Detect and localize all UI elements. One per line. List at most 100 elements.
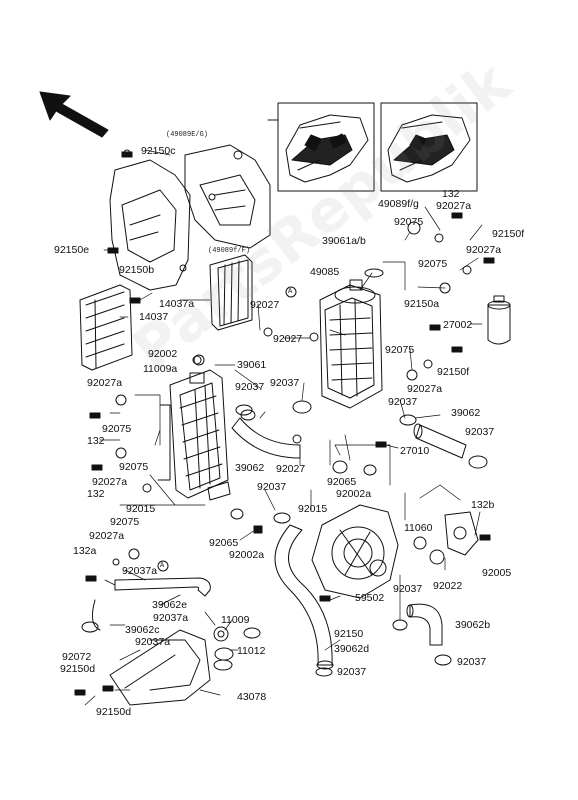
part-label-92027a-d: 92027a (87, 377, 123, 389)
part-label-132b: 132b (471, 499, 495, 511)
part-label-14037: 14037 (139, 311, 169, 323)
part-label-92150e: 92150e (54, 244, 90, 256)
part-label-92002a-a: 92002a (336, 488, 372, 500)
reservoir-tank-27002 (487, 295, 511, 345)
ref-label-49089e-g: (49089E/G) (166, 131, 209, 139)
hose-39062-left (231, 409, 301, 459)
part-label-92150b: 92150b (119, 264, 155, 276)
hose-39062e (91, 577, 211, 631)
radiator-left (169, 355, 231, 501)
part-label-92065-a: 92065 (327, 476, 357, 488)
ref-label-49089f: (49089f/F) (208, 247, 251, 255)
part-label-39062b: 39062b (455, 619, 491, 631)
part-label-92150a: 92150a (404, 298, 440, 310)
part-label-92150c: 92150c (141, 145, 176, 157)
part-label-49085: 49085 (310, 266, 340, 278)
part-label-11009a: 11009a (143, 363, 178, 375)
part-label-92075-b: 92075 (418, 258, 448, 270)
marker-a-circle-2 (157, 560, 169, 572)
part-label-92027a-e: 92027a (92, 476, 128, 488)
part-label-92037a-c: 92037a (135, 636, 171, 648)
part-label-92027-c: 92027 (276, 463, 306, 475)
part-label-92015-a: 92015 (126, 503, 156, 515)
part-label-132a: 132a (73, 545, 97, 557)
hose-39062-right (413, 423, 488, 469)
part-label-92022: 92022 (433, 580, 463, 592)
marker-a-label-1: A (288, 288, 293, 296)
marker-a-label-2: A (160, 562, 165, 570)
part-label-92075-e: 92075 (119, 461, 149, 473)
part-label-132-top: 132 (442, 188, 460, 200)
part-label-43078: 43078 (237, 691, 267, 703)
gasket-11060 (413, 536, 427, 550)
front-direction-arrow-icon (39, 91, 109, 138)
bolts (74, 151, 495, 696)
part-label-11060: 11060 (404, 522, 433, 534)
part-label-92005: 92005 (482, 567, 512, 579)
part-label-27002: 27002 (443, 319, 473, 331)
part-label-92150d-b: 92150d (96, 706, 132, 718)
part-label-92065-b: 92065 (209, 537, 239, 549)
part-label-39061ab: 39061a/b (322, 235, 366, 247)
part-label-92027-a: 92027 (250, 299, 280, 311)
part-label-92150f-b: 92150f (437, 366, 470, 378)
clamp-hose-parts (81, 221, 472, 677)
part-label-39062-a: 39062 (451, 407, 481, 419)
lower-cover-43078 (109, 629, 211, 706)
radiator-louver-14037 (79, 284, 133, 371)
part-label-92037-d: 92037 (257, 481, 287, 493)
part-label-92150: 92150 (334, 628, 364, 640)
part-label-92037-f: 92037 (457, 656, 487, 668)
radiator-shroud-right (184, 144, 271, 249)
water-pump-housing (311, 504, 399, 599)
shroud-graphics-inset-right (380, 102, 478, 192)
part-label-27010: 27010 (400, 445, 430, 457)
part-label-92037-h: 92037 (465, 426, 495, 438)
part-label-132-mid: 132 (87, 435, 105, 447)
part-label-92037a-a: 92037a (122, 565, 158, 577)
part-label-92027a-b: 92027a (466, 244, 502, 256)
leader-lines (84, 149, 483, 706)
part-label-92037a-b: 92037a (153, 612, 189, 624)
part-label-92015-b: 92015 (298, 503, 328, 515)
part-label-92150f: 92150f (492, 228, 525, 240)
part-label-92037-g: 92037 (337, 666, 367, 678)
part-label-92075-c: 92075 (385, 344, 415, 356)
part-label-132-b: 132 (87, 488, 105, 500)
part-label-92075-a: 92075 (394, 216, 424, 228)
part-label-39062c: 39062c (125, 624, 160, 636)
part-label-11009: 11009 (221, 614, 250, 626)
part-label-92075-f: 92075 (110, 516, 140, 528)
hose-39062b (406, 603, 443, 646)
part-label-92027a-f: 92027a (89, 530, 125, 542)
pump-cover-92005 (444, 511, 479, 556)
oring-92022 (429, 549, 445, 565)
radiator-louver-14037a (209, 254, 253, 331)
part-label-39062d: 39062d (334, 643, 370, 655)
shroud-graphics-inset-left (277, 102, 375, 192)
part-label-92037-c: 92037 (388, 396, 418, 408)
marker-a-circle-1 (285, 286, 297, 298)
part-label-92037-a: 92037 (235, 381, 265, 393)
hose-39062d (274, 524, 334, 670)
part-label-59502: 59502 (355, 592, 385, 604)
part-label-92075-d: 92075 (102, 423, 132, 435)
part-label-92037-b: 92037 (270, 377, 300, 389)
part-label-14037a: 14037a (159, 298, 195, 310)
part-label-39062-b: 39062 (235, 462, 265, 474)
part-label-92072: 92072 (62, 651, 92, 663)
part-label-92002: 92002 (148, 348, 178, 360)
part-label-92027-b: 92027 (273, 333, 303, 345)
part-label-49089fg: 49089f/g (378, 198, 419, 210)
part-label-92150d-a: 92150d (60, 663, 96, 675)
part-label-92027a-c: 92027a (407, 383, 443, 395)
part-label-92027a-a: 92027a (436, 200, 472, 212)
radiator-right (319, 279, 383, 409)
part-label-39062e: 39062e (152, 599, 188, 611)
part-label-92037-e: 92037 (393, 583, 423, 595)
part-label-11012: 11012 (237, 645, 266, 657)
part-label-39061: 39061 (237, 359, 267, 371)
part-label-92002a-b: 92002a (229, 549, 265, 561)
